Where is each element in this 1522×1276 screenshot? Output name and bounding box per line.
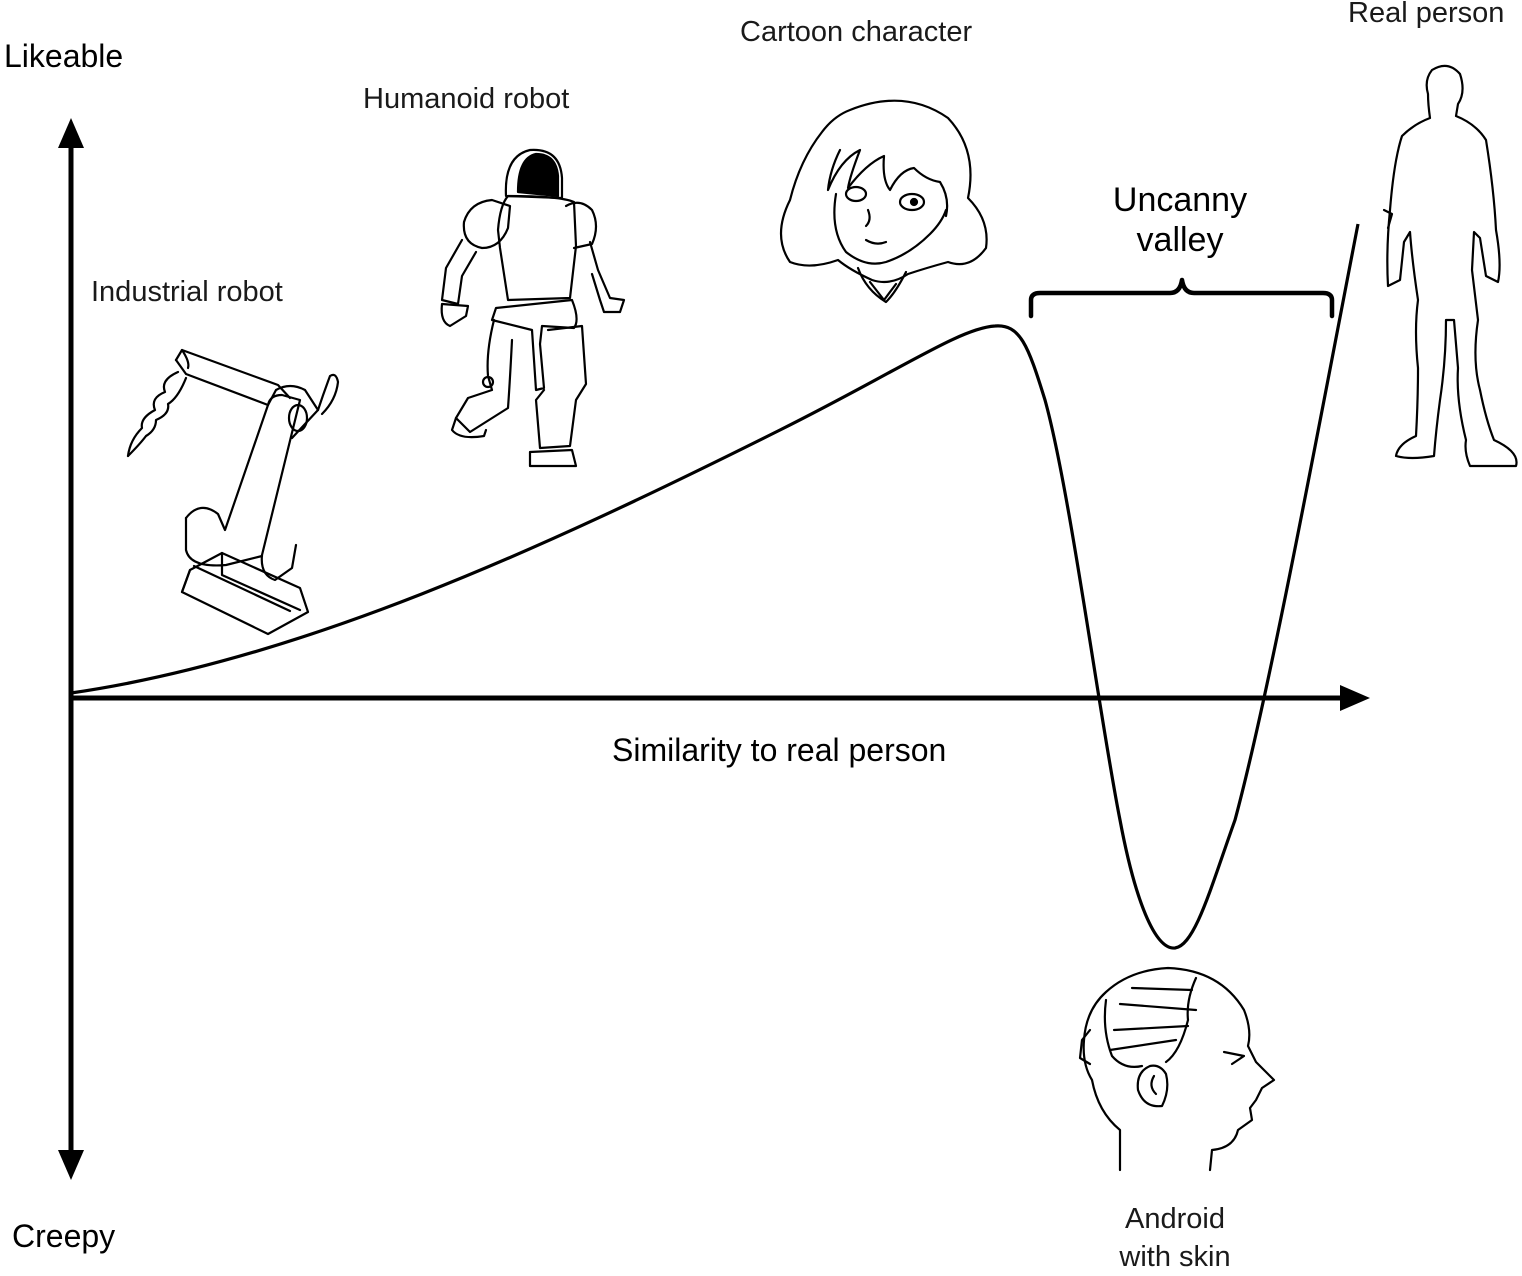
cartoon-character-icon [780,99,988,304]
uncanny-valley-label: Uncanny valley [1080,180,1280,260]
android-label-line1: Android [1125,1203,1225,1235]
humanoid-robot-icon [440,148,626,468]
uncanny-valley-brace [1028,277,1335,319]
y-axis [58,118,84,1180]
humanoid-robot-label: Humanoid robot [363,83,570,115]
y-axis-bottom-label: Creepy [12,1218,116,1254]
x-axis [71,685,1370,711]
uncanny-valley-curve [70,223,1360,950]
y-axis-top-arrow [58,118,84,148]
android-label: Android with skin [1095,1200,1255,1276]
y-axis-top-label: Likeable [4,38,124,74]
real-person-icon [1382,64,1518,468]
uncanny-valley-label-line2: valley [1136,221,1224,259]
y-axis-bottom-arrow [58,1150,84,1180]
android-head-icon [1078,966,1276,1172]
industrial-robot-label: Industrial robot [91,276,283,308]
x-axis-arrow [1340,685,1370,711]
industrial-robot-icon [126,348,340,636]
cartoon-character-label: Cartoon character [740,16,973,48]
x-axis-label: Similarity to real person [612,732,947,768]
real-person-label: Real person [1348,0,1505,29]
android-label-line2: with skin [1119,1241,1231,1273]
uncanny-valley-label-line1: Uncanny [1112,181,1248,219]
